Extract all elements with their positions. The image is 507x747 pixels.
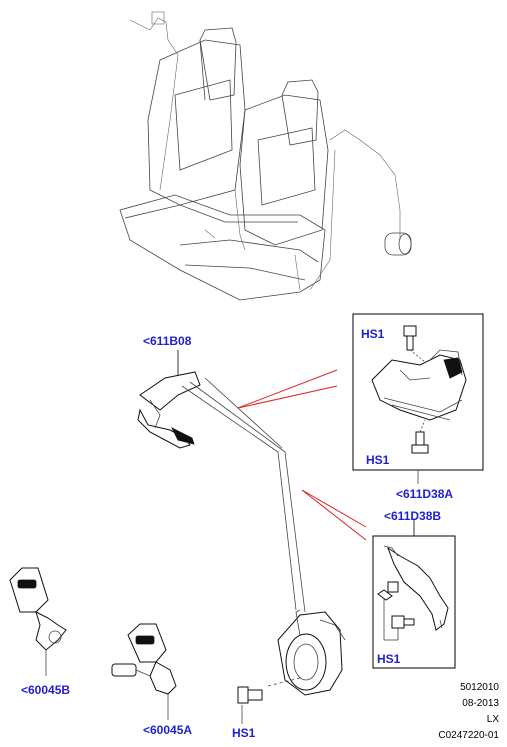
belt-upper-assembly — [137, 371, 306, 613]
fastener-label-bracket-bolts[interactable]: HS1 — [377, 652, 401, 666]
fastener-label-anchor-bolt[interactable]: HS1 — [232, 726, 256, 740]
callout-60045A[interactable]: <60045A — [143, 723, 193, 737]
fastener-label-top-bolt[interactable]: HS1 — [361, 327, 385, 341]
buckle-center-illustration — [111, 623, 177, 720]
callout-611D38B[interactable]: <611D38B — [384, 509, 442, 523]
reference-model: LX — [486, 714, 499, 725]
retractor-assembly — [267, 609, 346, 696]
retractor-detail-box — [352, 313, 484, 484]
reference-code-1: 5012010 — [460, 682, 499, 693]
rear-seat-illustration — [119, 11, 412, 301]
buckle-left-illustration — [9, 567, 67, 676]
anchor-bolt-illustration — [237, 686, 263, 724]
leader-lines — [237, 369, 367, 541]
fastener-label-lower-bolt[interactable]: HS1 — [366, 453, 390, 467]
reference-block: 5012010 08-2013 LX C0247220-01 — [438, 680, 499, 744]
callout-60045B[interactable]: <60045B — [21, 683, 71, 697]
callout-611D38A[interactable]: <611D38A — [396, 487, 454, 501]
reference-code-2: C0247220-01 — [438, 730, 499, 741]
reference-date: 08-2013 — [462, 698, 499, 709]
bracket-detail-box — [372, 535, 456, 669]
callout-611B08[interactable]: <611B08 — [143, 334, 192, 348]
